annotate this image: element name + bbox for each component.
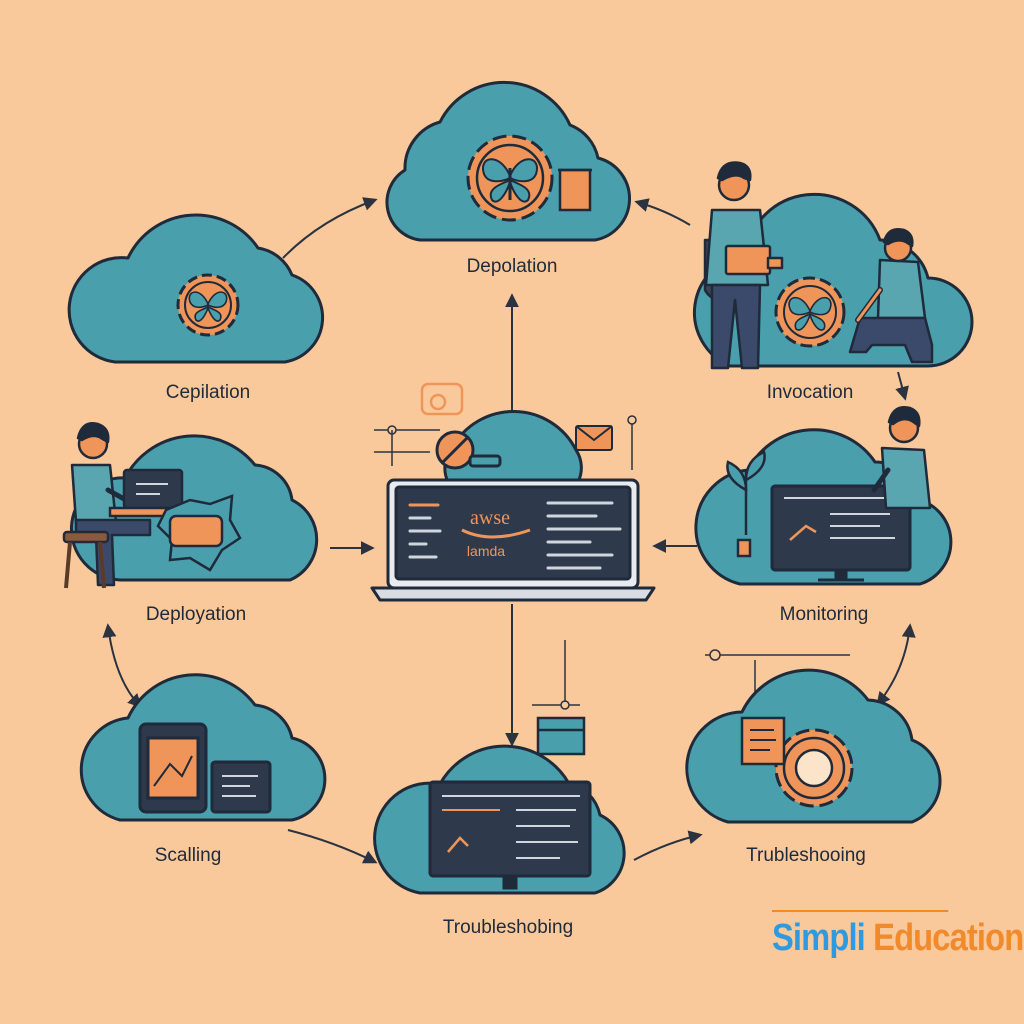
label-bottom: Troubleshobing — [442, 917, 574, 938]
label-top: Depolation — [466, 256, 558, 277]
calendar-icon — [536, 716, 586, 756]
brand-logo: Simpli Education — [772, 910, 1024, 959]
laptop-icon — [370, 478, 656, 602]
arrow-icon — [634, 198, 691, 226]
butterfly-icon — [188, 291, 228, 322]
label-lower-left: Scalling — [154, 845, 222, 866]
label-upper-left: Cepilation — [165, 382, 251, 403]
search-icon — [435, 430, 502, 470]
gear-icon — [156, 494, 242, 572]
arrow-icon — [102, 623, 142, 709]
person-icon — [703, 161, 784, 370]
person-icon — [871, 406, 932, 510]
stool — [62, 530, 110, 589]
arrow-icon — [895, 371, 909, 401]
label-upper-right: Invocation — [766, 382, 854, 403]
gear-icon — [774, 728, 854, 808]
plant-icon — [726, 450, 766, 558]
brand-part2: Education — [873, 917, 1024, 959]
tablet-icon — [138, 722, 208, 814]
code-lines — [408, 501, 622, 570]
center-logo-line2: lamda — [467, 543, 505, 559]
arrow-icon — [876, 623, 916, 707]
document-icon — [558, 168, 592, 212]
label-middle-right: Monitoring — [779, 604, 869, 625]
center-logo-line1: awse — [470, 507, 510, 529]
folder-icon — [420, 382, 464, 416]
label-lower-right: Trubleshooing — [746, 845, 866, 866]
arrow-icon — [633, 830, 703, 861]
brand-part1: Simpli — [772, 917, 866, 959]
butterfly-icon — [788, 296, 832, 331]
butterfly-icon — [481, 158, 539, 203]
monitor-icon — [770, 484, 912, 582]
monitor-icon — [428, 780, 592, 890]
person-icon — [848, 228, 934, 364]
arrow-icon — [287, 829, 378, 864]
connector-arrows — [102, 197, 916, 864]
envelope-icon — [575, 425, 613, 451]
arrow-icon — [282, 197, 378, 259]
label-middle-left: Deployation — [145, 604, 247, 625]
document-icon — [740, 716, 786, 766]
decorative-connectors — [374, 415, 850, 710]
monitor-icon — [210, 760, 272, 814]
logo-swoosh — [461, 528, 531, 539]
